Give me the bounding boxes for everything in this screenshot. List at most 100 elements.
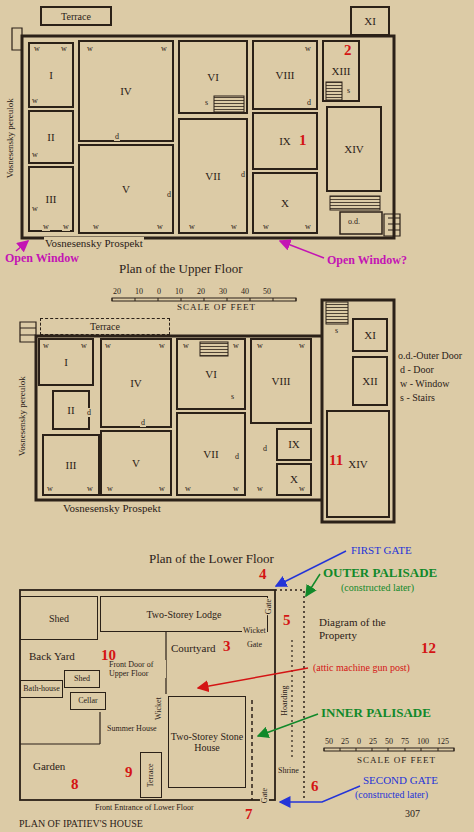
- pointer-arrow: [306, 574, 320, 596]
- pointer-arrow: [280, 241, 324, 258]
- room-label: I: [64, 356, 68, 368]
- callout-number: 4: [258, 566, 268, 583]
- plan-mark: d: [86, 408, 92, 417]
- room-label: XI: [364, 15, 376, 27]
- room-label: Shed: [74, 675, 90, 684]
- plan-label: Front Door of Upper Floor: [108, 660, 166, 678]
- plan-label: (constructed later): [340, 582, 415, 594]
- room-label: Terrace: [61, 11, 91, 22]
- terrace-box: Terrace: [140, 752, 162, 798]
- plan-mark: w: [232, 484, 240, 493]
- room-label: XI: [364, 329, 376, 341]
- plan-mark: w: [232, 341, 240, 350]
- room-label: Two-Storey Lodge: [146, 609, 221, 620]
- room-box: IX: [276, 428, 312, 461]
- plan-mark: w: [304, 222, 312, 231]
- plan-mark: s: [334, 326, 339, 335]
- plan-label: Vosnesensky Prospekt: [44, 237, 144, 250]
- building-box: Bath-house: [20, 680, 63, 698]
- outer-wall: [22, 36, 394, 238]
- room-label: IV: [130, 377, 142, 389]
- plan-mark: w: [160, 44, 168, 53]
- plan-label: Summer House: [106, 724, 158, 733]
- stairs: [214, 96, 244, 112]
- callout-number: 9: [124, 764, 134, 781]
- room-label: III: [46, 193, 57, 205]
- room-label: IX: [279, 135, 291, 147]
- plan-label: Gate: [263, 598, 272, 615]
- callout-number: 8: [70, 776, 80, 793]
- plan-mark: w: [182, 341, 190, 350]
- room-label: Shed: [49, 613, 69, 624]
- plan-label: 50 25 0 25 50 75 100 125: [324, 737, 450, 746]
- plan-label: Back Yard: [28, 650, 76, 663]
- plan-mark: w: [104, 341, 112, 350]
- room-box: IX: [252, 112, 318, 170]
- callout-number: (attic machine gun post): [312, 662, 411, 674]
- plan-mark: w: [156, 222, 164, 231]
- plan-mark: d: [140, 418, 146, 427]
- plan-label: Hoarding: [280, 684, 289, 716]
- plan-label: Front Entrance of Lower Floor: [94, 803, 195, 812]
- room-label: IX: [288, 438, 300, 450]
- plan-label: Gate: [246, 640, 263, 649]
- outer-door-box: [340, 212, 382, 234]
- plan-label: Wicket: [153, 696, 162, 721]
- plan-mark: w: [158, 341, 166, 350]
- plan-label: w - Window: [399, 378, 450, 390]
- plan-label: s - Stairs: [399, 392, 436, 404]
- callout-number: 7: [244, 806, 254, 823]
- building-box: Shed: [20, 596, 98, 640]
- stairs: [330, 196, 380, 210]
- scale-bar: [112, 298, 296, 301]
- inner-palisade: [251, 700, 253, 800]
- plan-mark: w: [106, 484, 114, 493]
- building-box: Shed: [64, 670, 100, 688]
- plan-label: 307: [404, 808, 421, 820]
- plan-label: Vosnesensky Prospekt: [62, 502, 162, 515]
- plan-label: INNER PALISADE: [320, 706, 432, 721]
- plan-label: Diagram of the Property: [318, 616, 420, 641]
- plan-mark: d: [234, 452, 240, 461]
- plan-mark: d: [114, 132, 120, 141]
- pointer-arrow: [258, 714, 318, 736]
- plan-mark: w: [31, 204, 39, 213]
- plan-mark: w: [42, 222, 50, 231]
- plan-label: OUTER PALISADE: [322, 566, 438, 581]
- plan-label: SCALE OF FEET: [356, 755, 437, 765]
- terrace-box: Terrace: [40, 318, 170, 335]
- room-label: VI: [207, 71, 219, 83]
- room-label: V: [132, 457, 140, 469]
- callout-number: 2: [343, 42, 353, 59]
- scale-ticks: [112, 298, 296, 301]
- plan-mark: w: [298, 341, 306, 350]
- plan-label: Plan of the Lower Floor: [148, 552, 275, 567]
- plan-mark: w: [230, 222, 238, 231]
- steps: [12, 28, 400, 236]
- room-label: Terrace: [90, 321, 120, 332]
- fence-line: [20, 632, 166, 744]
- plan-label: Garden: [32, 760, 66, 773]
- building-box: Two-Storey Stone House: [168, 696, 246, 788]
- callout-number: 3: [222, 638, 232, 655]
- room-label: II: [47, 131, 54, 143]
- plan-label: FIRST GATE: [350, 544, 413, 557]
- plan-label: Open Window?: [326, 254, 408, 268]
- room-label: III: [66, 459, 77, 471]
- plan-mark: w: [86, 44, 94, 53]
- plan-mark: w: [262, 222, 270, 231]
- room-label: V: [122, 183, 130, 195]
- plan-label: Vosnesensky pereulok: [17, 375, 27, 457]
- stairs: [200, 342, 228, 356]
- terrace-box: Terrace: [40, 6, 112, 26]
- plan-label: Open Window: [4, 252, 80, 266]
- room-label: VIII: [276, 69, 295, 81]
- callout-number: 6: [310, 778, 320, 795]
- plan-label: PLAN OF IPATIEV'S HOUSE: [18, 818, 144, 830]
- room-label: VIII: [272, 375, 291, 387]
- room-box: IV: [100, 338, 172, 428]
- plan-mark: w: [33, 44, 41, 53]
- plan-mark: d: [240, 170, 246, 179]
- room-box: XIII: [322, 40, 360, 102]
